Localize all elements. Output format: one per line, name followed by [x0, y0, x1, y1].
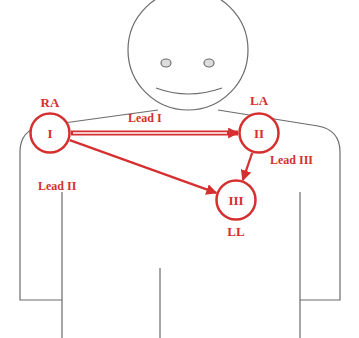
lead-label: Lead I — [128, 112, 162, 124]
electrode-node: IIILL — [215, 179, 257, 221]
electrode-outline — [217, 181, 256, 220]
eye — [204, 59, 214, 67]
lead-arrow — [243, 153, 252, 180]
double-line-gap — [73, 132, 227, 134]
body-outline — [20, 110, 340, 338]
lead-number: II — [254, 127, 264, 140]
electrode-name: LL — [227, 225, 244, 238]
lead-number: I — [47, 127, 52, 140]
electrode-name: LA — [250, 94, 268, 107]
eye — [161, 59, 171, 67]
electrode-node: LAII — [238, 112, 280, 154]
lead-group — [243, 153, 252, 180]
electrode-outline — [240, 114, 279, 153]
lead-number: III — [228, 194, 243, 207]
lead-arrow — [70, 140, 216, 193]
lead-label: Lead II — [38, 180, 76, 192]
electrode-outline — [31, 114, 70, 153]
smile — [156, 88, 222, 94]
electrode-name: RA — [41, 96, 60, 109]
electrode-node: RAI — [29, 112, 71, 154]
lead-arrow — [71, 131, 238, 136]
head — [128, 0, 248, 110]
lead-group — [70, 140, 216, 193]
leg-divider — [159, 268, 160, 338]
lead-label: Lead III — [270, 154, 313, 166]
lead-group — [71, 133, 238, 134]
